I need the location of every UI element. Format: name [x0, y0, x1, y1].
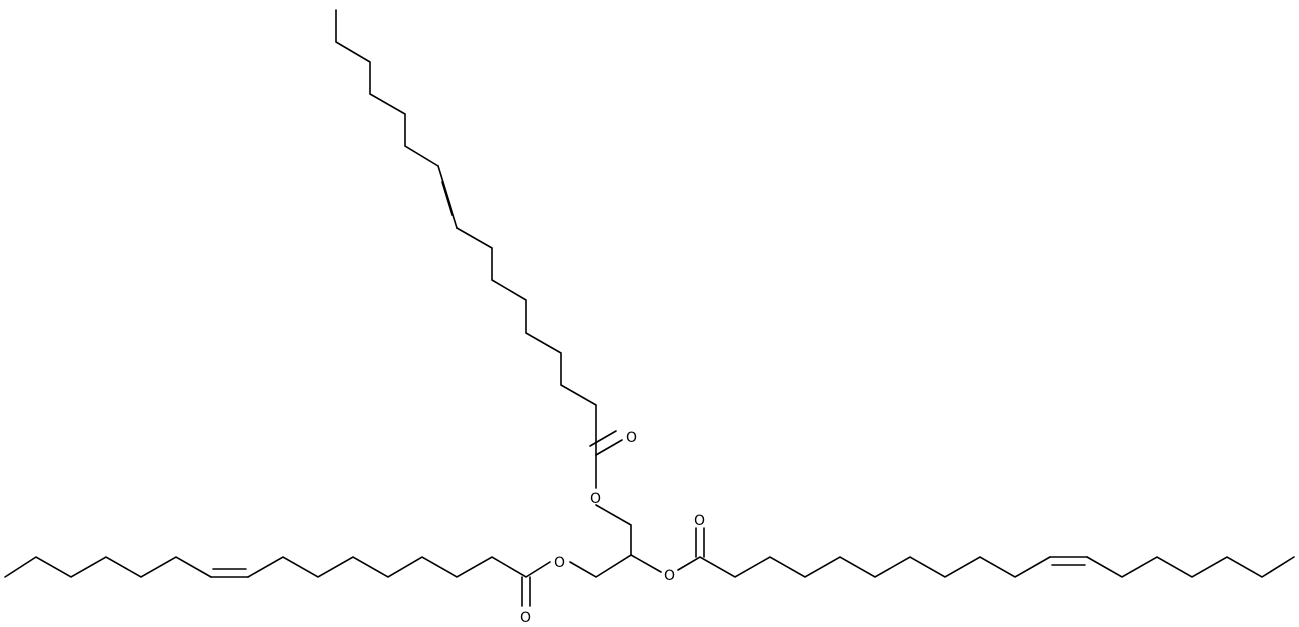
top-chain-cis-double-bond — [437, 165, 458, 229]
top-acyl-chain — [335, 9, 623, 489]
glycerol-backbone — [569, 504, 662, 578]
oxygen-atom-top-carbonyl: O — [626, 430, 637, 446]
top-carbonyl-double-bond — [595, 439, 623, 456]
oxygen-atom-right-carbonyl: O — [694, 513, 705, 529]
right-acyl-chain — [677, 527, 1295, 578]
oxygen-atom-top-ester: O — [590, 491, 601, 507]
oxygen-atom-left-ester: O — [554, 555, 565, 571]
oxygen-atom-left-carbonyl: O — [520, 610, 531, 626]
oxygen-atom-right-ester: O — [664, 568, 675, 584]
left-acyl-chain — [4, 556, 551, 607]
